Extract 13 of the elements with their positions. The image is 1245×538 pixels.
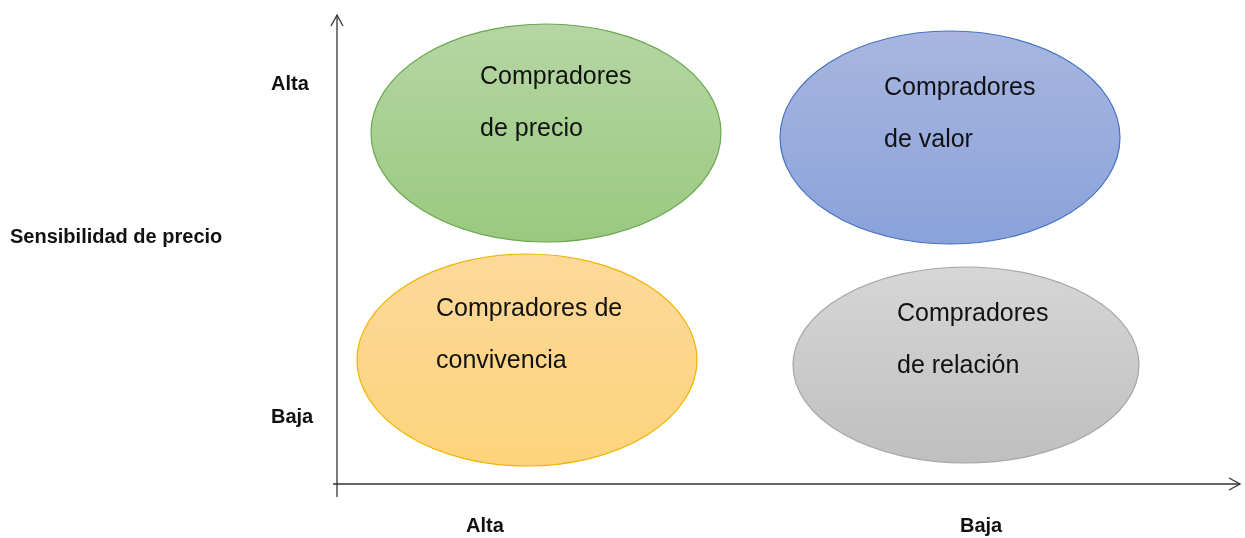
node-label: Compradores de precio — [480, 60, 633, 143]
axis-label: Alta — [271, 72, 309, 95]
axis-title: Sensibilidad de precio — [10, 225, 223, 248]
node-label: Compradores de convivencia — [436, 292, 624, 375]
ellipse-node — [792, 266, 1140, 464]
node-label: Compradores de relación — [897, 297, 1050, 380]
node-label: Compradores de valor — [884, 71, 1037, 154]
axis-label: Baja — [271, 405, 314, 428]
ellipse-node — [779, 30, 1121, 245]
axis-label: Alta — [466, 514, 504, 537]
ellipse-node — [370, 23, 722, 243]
ellipse-node — [356, 253, 698, 467]
axis-label: Baja — [960, 514, 1003, 537]
